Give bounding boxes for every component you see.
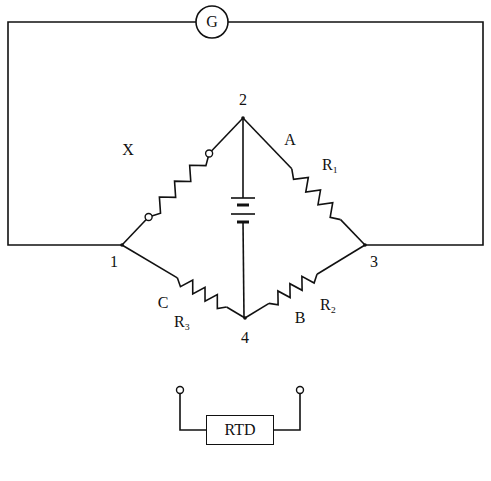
wire [227, 307, 245, 318]
resistor-symbol [292, 169, 341, 220]
junction-number: 4 [241, 330, 249, 346]
junction-number: 2 [239, 92, 247, 108]
battery-plate [231, 213, 255, 215]
resistor-symbol [149, 154, 210, 218]
resistor-label: R₂ [320, 297, 336, 313]
terminal [297, 387, 304, 394]
battery-wire [243, 222, 244, 318]
resistor-label: C [158, 295, 169, 311]
rtd-box: RTD [206, 415, 273, 445]
galvanometer: G [195, 5, 229, 39]
wire [317, 245, 365, 274]
junction-number: 3 [370, 254, 378, 270]
wire [341, 220, 365, 245]
resistor-symbol [177, 278, 226, 309]
wire [122, 217, 149, 245]
galvanometer-wire [8, 22, 196, 245]
junction-dot [120, 243, 124, 247]
resistor-symbol [269, 274, 317, 305]
wire [209, 118, 243, 154]
resistor-label: A [284, 132, 296, 148]
junction-dot [243, 316, 247, 320]
wire [122, 245, 177, 278]
battery-plate [237, 221, 249, 224]
junction-dot [241, 116, 245, 120]
resistor-label: X [122, 142, 134, 158]
terminal [177, 387, 184, 394]
resistor-label: R₁ [322, 157, 338, 173]
wire [245, 303, 269, 318]
battery-wire [242, 118, 244, 198]
node-text: RTD [224, 422, 255, 438]
terminal [206, 150, 213, 157]
resistor-label: B [295, 310, 306, 326]
terminal [145, 214, 152, 221]
rtd-lead [270, 394, 300, 430]
galvanometer-wire [228, 22, 483, 245]
resistor-label: R₃ [174, 314, 190, 330]
junction-dot [363, 243, 367, 247]
junction-number: 1 [110, 254, 118, 270]
battery-plate [231, 197, 255, 199]
node-text: G [206, 14, 218, 30]
battery-plate [237, 204, 249, 207]
